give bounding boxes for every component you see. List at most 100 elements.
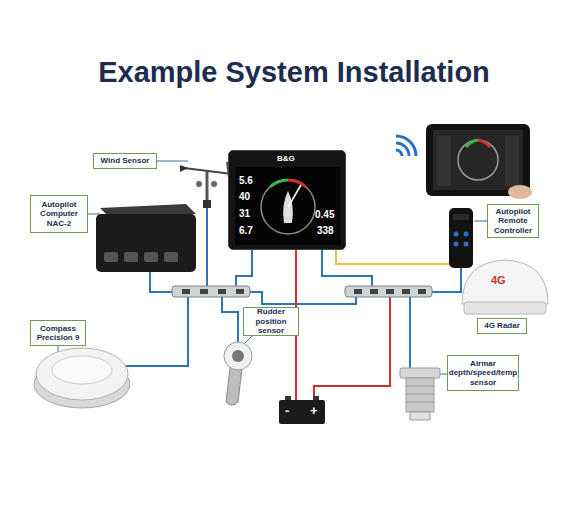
callout-text: Wind Sensor bbox=[101, 156, 150, 166]
callout-text: 4G Radar bbox=[484, 321, 520, 331]
callout-box: 4G Radar bbox=[477, 318, 527, 334]
network-wire bbox=[250, 292, 356, 304]
rudder-sensor bbox=[232, 350, 244, 362]
wind-gauge bbox=[270, 180, 288, 187]
remote-controller bbox=[464, 232, 469, 237]
leader-line bbox=[157, 161, 188, 162]
network-wire bbox=[206, 205, 208, 287]
battery-terminal: - bbox=[285, 403, 289, 418]
callout-text: Autopilot Remote Controller bbox=[490, 207, 536, 236]
radar-dome bbox=[462, 260, 548, 304]
tablet bbox=[505, 136, 519, 186]
data-readout: 338 bbox=[317, 225, 334, 236]
chartplotter-display: B&G 5.6 40 31 6.7 0.45 338 bbox=[228, 150, 346, 250]
leader-line bbox=[88, 214, 100, 215]
brand-logo: B&G bbox=[277, 154, 295, 163]
network-wire bbox=[322, 250, 372, 286]
radar-dome bbox=[464, 302, 546, 314]
wifi-symbol bbox=[396, 150, 402, 156]
data-readout: 40 bbox=[239, 191, 250, 202]
depth-speed-temp-transducer bbox=[400, 368, 440, 378]
battery-terminal: + bbox=[310, 403, 318, 418]
callout-text: Compass Precision 9 bbox=[33, 324, 83, 343]
autopilot-computer bbox=[164, 252, 178, 262]
radar-cable bbox=[336, 250, 466, 264]
network-backbone bbox=[182, 289, 190, 294]
diagram-title: Example System Installation bbox=[0, 56, 588, 89]
wind-sensor bbox=[203, 200, 211, 208]
callout-box: Wind Sensor bbox=[93, 153, 157, 169]
network-wire bbox=[409, 297, 411, 370]
data-readout: 5.6 bbox=[239, 175, 253, 186]
compass-sensor bbox=[34, 348, 130, 408]
autopilot-computer bbox=[96, 214, 196, 272]
depth-speed-temp-transducer bbox=[406, 394, 434, 395]
network-backbone bbox=[236, 289, 244, 294]
tablet bbox=[466, 140, 478, 147]
network-wire bbox=[432, 268, 461, 292]
radar-dome bbox=[462, 260, 548, 314]
tablet bbox=[508, 185, 532, 199]
callout-box: Rudder position sensor bbox=[243, 307, 299, 336]
network-backbone bbox=[172, 286, 250, 297]
power-wire bbox=[314, 297, 390, 400]
remote-controller bbox=[454, 242, 459, 247]
depth-speed-temp-transducer bbox=[406, 402, 434, 403]
data-readout: 6.7 bbox=[239, 225, 253, 236]
battery bbox=[279, 400, 325, 424]
tablet bbox=[437, 136, 451, 186]
wifi-symbol bbox=[396, 143, 409, 156]
remote-controller bbox=[449, 208, 473, 268]
wind-sensor bbox=[196, 181, 202, 187]
remote-controller bbox=[454, 232, 459, 237]
network-wire bbox=[150, 272, 172, 292]
depth-speed-temp-transducer bbox=[400, 368, 440, 420]
network-wire bbox=[236, 250, 252, 286]
data-readout: 0.45 bbox=[315, 209, 334, 220]
tablet bbox=[478, 140, 490, 147]
power-wire bbox=[296, 250, 390, 400]
callout-text: Rudder position sensor bbox=[246, 307, 296, 336]
radar-cable bbox=[336, 250, 466, 264]
network-backbone bbox=[354, 289, 362, 294]
network-backbone bbox=[386, 289, 394, 294]
leader-line bbox=[474, 221, 487, 222]
data-readout: 31 bbox=[239, 208, 250, 219]
leader-line bbox=[58, 161, 487, 374]
battery bbox=[279, 396, 325, 424]
network-wire bbox=[122, 297, 188, 366]
network-backbone bbox=[172, 286, 432, 297]
autopilot-computer bbox=[104, 252, 118, 262]
tablet bbox=[426, 124, 532, 199]
callout-text: Autopilot Computer NAC-2 bbox=[33, 200, 85, 229]
autopilot-computer bbox=[124, 252, 138, 262]
remote-controller bbox=[453, 214, 469, 220]
wind-gauge bbox=[261, 180, 315, 234]
compass-sensor bbox=[36, 348, 128, 400]
rudder-sensor bbox=[224, 342, 252, 405]
wifi-symbol bbox=[396, 136, 416, 156]
tablet bbox=[458, 140, 498, 180]
network-backbone bbox=[345, 286, 432, 297]
depth-speed-temp-transducer bbox=[406, 378, 434, 412]
radar-brand-mark: 4G bbox=[491, 274, 506, 286]
depth-speed-temp-transducer bbox=[410, 412, 430, 420]
autopilot-computer bbox=[144, 252, 158, 262]
rudder-sensor bbox=[224, 342, 252, 370]
wifi-symbol bbox=[396, 136, 416, 156]
remote-controller bbox=[464, 242, 469, 247]
network-backbone bbox=[370, 289, 378, 294]
wind-sensor bbox=[180, 165, 188, 172]
wind-sensor bbox=[184, 168, 232, 174]
remote-controller bbox=[449, 208, 473, 268]
compass-sensor bbox=[52, 356, 112, 384]
network-backbone bbox=[402, 289, 410, 294]
wind-sensor bbox=[211, 181, 217, 187]
callout-box: Compass Precision 9 bbox=[30, 320, 86, 346]
wind-gauge bbox=[288, 180, 306, 187]
wind-gauge bbox=[288, 185, 301, 207]
network-backbone bbox=[200, 289, 208, 294]
callout-box: Autopilot Remote Controller bbox=[487, 204, 539, 238]
network-backbone bbox=[218, 289, 226, 294]
